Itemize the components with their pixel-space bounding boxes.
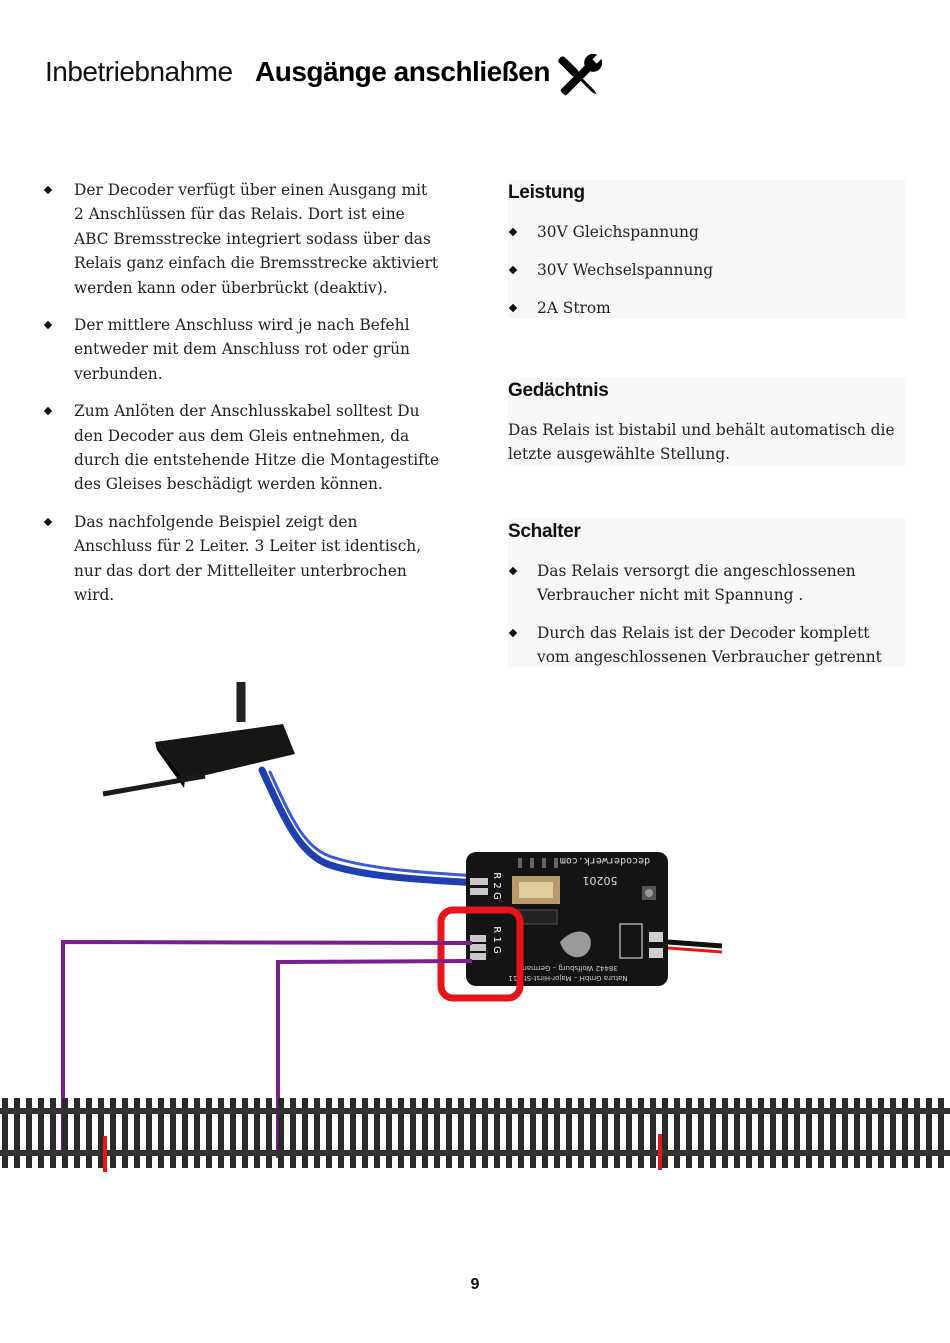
wire-left: [61, 939, 473, 1153]
page-header: Inbetriebnahme Ausgänge anschließen: [45, 48, 745, 108]
schalter-list: Das Relais versorgt die angeschlossenen …: [508, 559, 905, 669]
diamond-bullet-icon: [508, 628, 518, 638]
wiring-diagram: decoderwerk.com 50201 R 2 G R 1 G 38442 …: [0, 682, 950, 1172]
diamond-bullet-icon: [508, 265, 518, 275]
leistung-heading: Leistung: [508, 182, 585, 203]
leistung-list: 30V Gleichspannung 30V Wechselspannung 2…: [508, 220, 905, 320]
intro-list: Der Decoder verfügt über einen Ausgang m…: [43, 178, 440, 608]
schalter-heading: Schalter: [508, 521, 581, 542]
page-title: Ausgänge anschließen: [255, 56, 550, 87]
board-address: 38442 Wolfsburg – Germany: [518, 964, 618, 972]
track: [0, 1098, 950, 1168]
board-footer: Natura GmbH – Major-Hirst-Str. 11: [508, 974, 627, 982]
diamond-bullet-icon: [43, 517, 53, 527]
list-item: Durch das Relais ist der Decoder komplet…: [508, 621, 905, 669]
list-item: 30V Gleichspannung: [508, 220, 905, 244]
intro-section: Der Decoder verfügt über einen Ausgang m…: [43, 178, 440, 621]
diamond-bullet-icon: [508, 227, 518, 237]
list-item: 30V Wechselspannung: [508, 258, 905, 282]
list-item: Das nachfolgende Beispiel zeigt den Ansc…: [43, 510, 440, 608]
list-item: Zum Anlöten der Anschlusskabel solltest …: [43, 399, 440, 497]
diamond-bullet-icon: [508, 566, 518, 576]
diamond-bullet-icon: [43, 320, 53, 330]
board-pins-bottom: R 1 G: [491, 926, 502, 953]
diamond-bullet-icon: [43, 185, 53, 195]
gedaechtnis-text: Das Relais ist bistabil und behält autom…: [508, 421, 895, 463]
diamond-bullet-icon: [43, 407, 53, 416]
section-title: Inbetriebnahme: [45, 56, 233, 87]
relais-board: decoderwerk.com 50201 R 2 G R 1 G 38442 …: [466, 852, 668, 986]
list-item: Das Relais versorgt die angeschlossenen …: [508, 559, 905, 607]
wire-right: [276, 959, 473, 1158]
list-item: Der Decoder verfügt über einen Ausgang m…: [43, 178, 440, 300]
gedaechtnis-box: Gedächtnis Das Relais ist bistabil und b…: [508, 378, 905, 465]
board-pins-top: R 2 G: [491, 872, 502, 899]
diamond-bullet-icon: [508, 303, 518, 313]
gedaechtnis-heading: Gedächtnis: [508, 380, 609, 401]
tools-icon: [558, 52, 604, 96]
list-item: Der mittlere Anschluss wird je nach Befe…: [43, 313, 440, 386]
track-decoder: [102, 682, 295, 797]
decoder-cable: [258, 766, 482, 887]
connector-highlight: [437, 906, 524, 1002]
list-item: 2A Strom: [508, 296, 905, 320]
board-model: 50201: [583, 874, 618, 887]
leistung-box: Leistung 30V Gleichspannung 30V Wechsels…: [508, 180, 905, 318]
board-website: decoderwerk.com: [560, 855, 650, 866]
schalter-box: Schalter Das Relais versorgt die angesch…: [508, 519, 905, 667]
page-number: 9: [470, 1276, 480, 1293]
